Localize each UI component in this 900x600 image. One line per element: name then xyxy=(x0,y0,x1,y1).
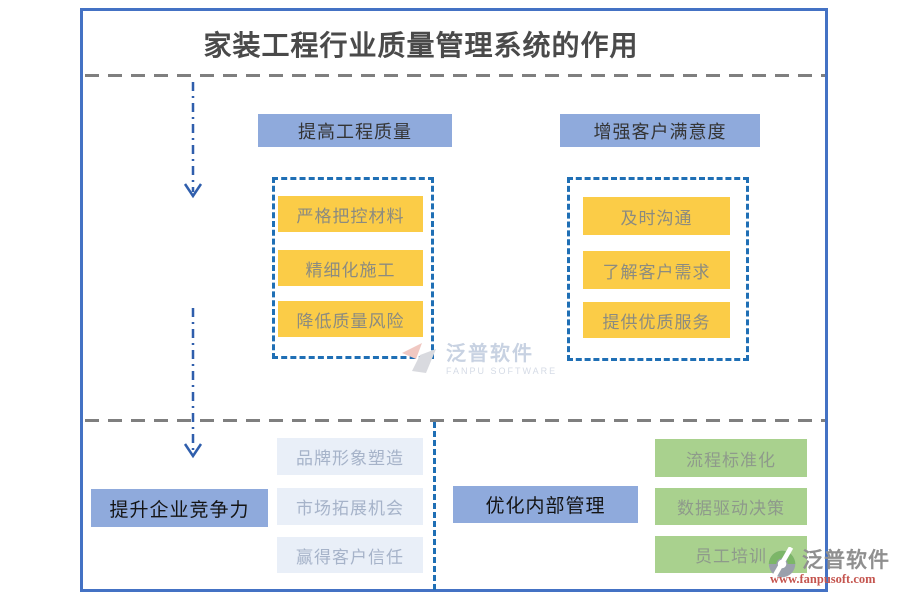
page-title: 家装工程行业质量管理系统的作用 xyxy=(203,31,639,62)
fanpu-logo-name: 泛普软件 xyxy=(802,548,890,572)
list-item: 及时沟通 xyxy=(583,197,730,235)
list-item: 提供优质服务 xyxy=(583,302,730,338)
fanpu-watermark-icon xyxy=(402,343,436,373)
watermark-subtitle: FANPU SOFTWARE xyxy=(446,366,558,376)
watermark: 泛普软件 FANPU SOFTWARE xyxy=(398,337,557,376)
list-item: 品牌形象塑造 xyxy=(277,438,423,475)
list-item: 赢得客户信任 xyxy=(277,537,423,573)
header-improve-quality: 提高工程质量 xyxy=(258,114,452,147)
satisfaction-items-container xyxy=(567,177,749,361)
list-item: 降低质量风险 xyxy=(278,301,423,337)
list-item: 数据驱动决策 xyxy=(655,488,807,525)
quality-items-container xyxy=(272,177,434,359)
watermark-name: 泛普软件 xyxy=(446,343,534,365)
list-item: 流程标准化 xyxy=(655,439,807,477)
fanpu-logo-icon xyxy=(768,547,796,581)
list-item: 严格把控材料 xyxy=(278,196,423,232)
header-customer-satisfaction: 增强客户满意度 xyxy=(560,114,760,147)
header-internal-management: 优化内部管理 xyxy=(453,486,638,523)
down-arrow-icon xyxy=(183,82,203,199)
top-dashed-divider xyxy=(85,74,825,77)
middle-dashed-divider xyxy=(85,419,825,422)
fanpu-logo: 泛普软件 www.fanpusoft.com xyxy=(766,544,900,594)
list-item: 了解客户需求 xyxy=(583,251,730,289)
down-arrow-icon xyxy=(183,308,203,459)
list-item: 精细化施工 xyxy=(278,250,423,286)
header-competitiveness: 提升企业竞争力 xyxy=(91,489,268,527)
bottom-vertical-divider xyxy=(433,422,436,590)
fanpu-logo-url: www.fanpusoft.com xyxy=(770,572,876,586)
diagram-frame xyxy=(80,8,828,592)
list-item: 市场拓展机会 xyxy=(277,488,423,525)
